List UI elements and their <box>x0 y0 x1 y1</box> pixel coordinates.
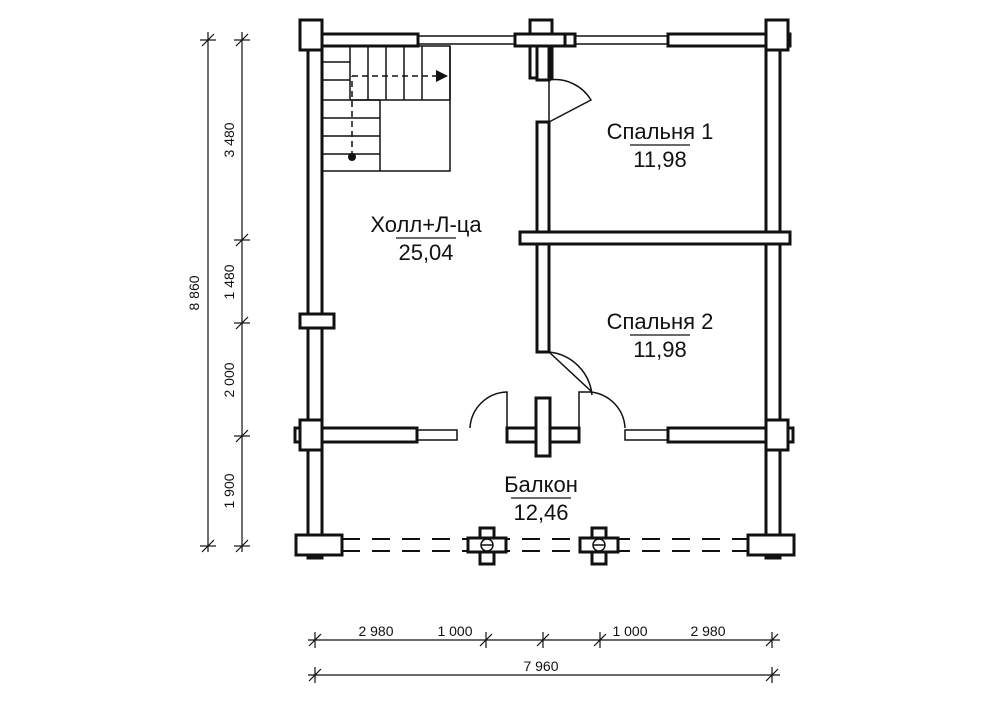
dim-horizontal-segment-1: 2 980 <box>358 623 393 639</box>
doors <box>469 78 626 429</box>
room-name-bedroom-2: Спальня 2 <box>607 309 714 334</box>
log-end-top-center-h <box>513 32 567 48</box>
bottom-left-corner <box>294 533 344 557</box>
balcony-post-right <box>578 526 620 566</box>
dim-vertical-total: 8 860 <box>186 275 202 310</box>
dim-vertical-segment-2: 1 480 <box>221 264 237 299</box>
room-labels: Холл+Л-ца 25,04 Спальня 1 11,98 Спальня … <box>370 119 713 525</box>
left-wall <box>306 26 324 560</box>
bedroom-partition <box>518 230 792 246</box>
center-cross-v <box>534 396 552 458</box>
dim-horizontal-total: 7 960 <box>523 658 558 674</box>
log-end-top-left <box>298 18 324 52</box>
room-name-bedroom-1: Спальня 1 <box>607 119 714 144</box>
left-wall-stub <box>298 312 336 330</box>
log-end-top-right <box>764 18 790 52</box>
vertical-dimensions: 8 860 3 480 1 480 2 000 1 900 <box>186 32 250 553</box>
right-wall <box>764 26 782 560</box>
top-window-left <box>417 35 516 45</box>
room-area-bedroom-1: 11,98 <box>633 147 686 172</box>
dim-horizontal-segment-2: 1 000 <box>437 623 472 639</box>
dim-horizontal-segment-4: 2 980 <box>690 623 725 639</box>
dim-vertical-segment-1: 3 480 <box>221 122 237 157</box>
room-area-balcony: 12,46 <box>513 500 568 525</box>
lower-window-left <box>416 429 458 441</box>
balcony-post-left <box>466 526 508 566</box>
horizontal-dimensions: 2 980 1 000 1 000 2 980 7 960 <box>308 623 780 683</box>
log-end-lower-right <box>764 418 790 452</box>
staircase <box>321 45 451 172</box>
dim-vertical-segment-4: 1 900 <box>221 473 237 508</box>
dim-horizontal-segment-3: 1 000 <box>612 623 647 639</box>
room-name-hall: Холл+Л-ца <box>370 212 482 237</box>
room-area-bedroom-2: 11,98 <box>633 337 686 362</box>
lower-window-right <box>624 429 669 441</box>
top-window-right <box>574 35 669 45</box>
room-area-hall: 25,04 <box>398 240 453 265</box>
balcony-railing <box>342 538 748 552</box>
dim-vertical-segment-3: 2 000 <box>221 362 237 397</box>
center-wall-top <box>535 44 551 82</box>
room-name-balcony: Балкон <box>504 472 578 497</box>
log-end-lower-left <box>298 418 324 452</box>
bottom-right-corner <box>746 533 796 557</box>
walls <box>293 18 796 560</box>
